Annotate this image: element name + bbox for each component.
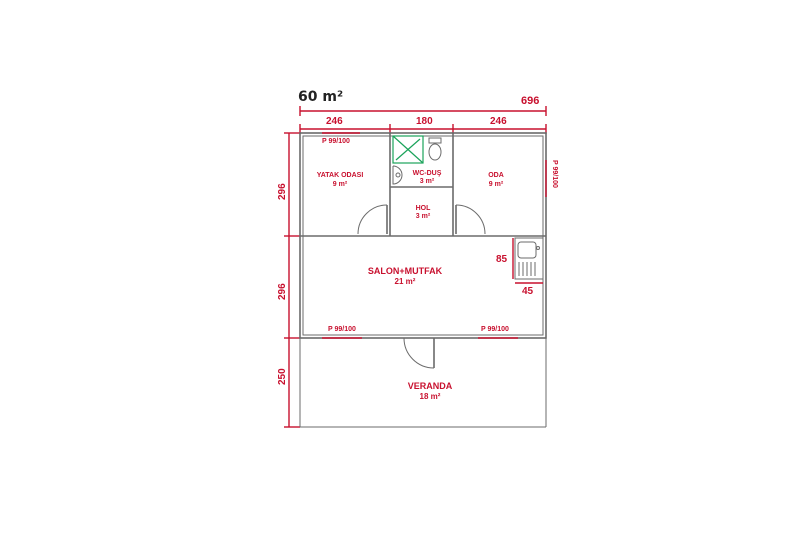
room-oda-area: 9 m²: [489, 181, 504, 188]
dim-top-right: 246: [490, 116, 507, 127]
washbasin-icon: [392, 165, 403, 185]
room-living-name: SALON+MUTFAK: [368, 266, 443, 276]
dim-top-left: 246: [326, 116, 343, 127]
kitchen-sink-icon: [514, 237, 544, 280]
window-front-right: P 99/100: [478, 326, 518, 339]
room-wc-name: WC-DUŞ: [413, 170, 442, 177]
room-veranda-area: 18 m²: [420, 392, 441, 401]
room-hall-name: HOL: [416, 205, 432, 212]
window-label: P 99/100: [551, 160, 558, 188]
dim-sink-width: 45: [522, 286, 534, 297]
dim-top-mid: 180: [416, 116, 433, 127]
dim-left-upper: 296: [277, 183, 288, 200]
area-title: 60 m²: [298, 89, 343, 105]
room-hall-area: 3 m²: [416, 213, 431, 220]
room-oda-name: ODA: [488, 172, 504, 179]
window-bedroom-top: P 99/100: [322, 132, 360, 145]
dim-sink-height: 85: [496, 254, 508, 265]
bedroom-door: [357, 204, 388, 235]
room-bedroom-name: YATAK ODASI: [317, 172, 364, 179]
room-wc-area: 3 m²: [420, 178, 435, 185]
dim-total-width: 696: [521, 95, 539, 107]
window-room-right: P 99/100: [545, 160, 558, 197]
entrance-door: [403, 337, 435, 369]
dim-left-lower: 250: [277, 368, 288, 385]
window-front-left: P 99/100: [322, 326, 362, 339]
dim-left-middle: 296: [277, 283, 288, 300]
room-door: [455, 204, 486, 235]
room-veranda-name: VERANDA: [408, 381, 453, 391]
room-living-area: 21 m²: [395, 277, 416, 286]
window-label: P 99/100: [481, 326, 509, 333]
window-label: P 99/100: [322, 138, 350, 145]
window-label: P 99/100: [328, 326, 356, 333]
room-bedroom-area: 9 m²: [333, 181, 348, 188]
shower-tray-icon: [392, 135, 424, 164]
toilet-icon: [428, 137, 442, 161]
